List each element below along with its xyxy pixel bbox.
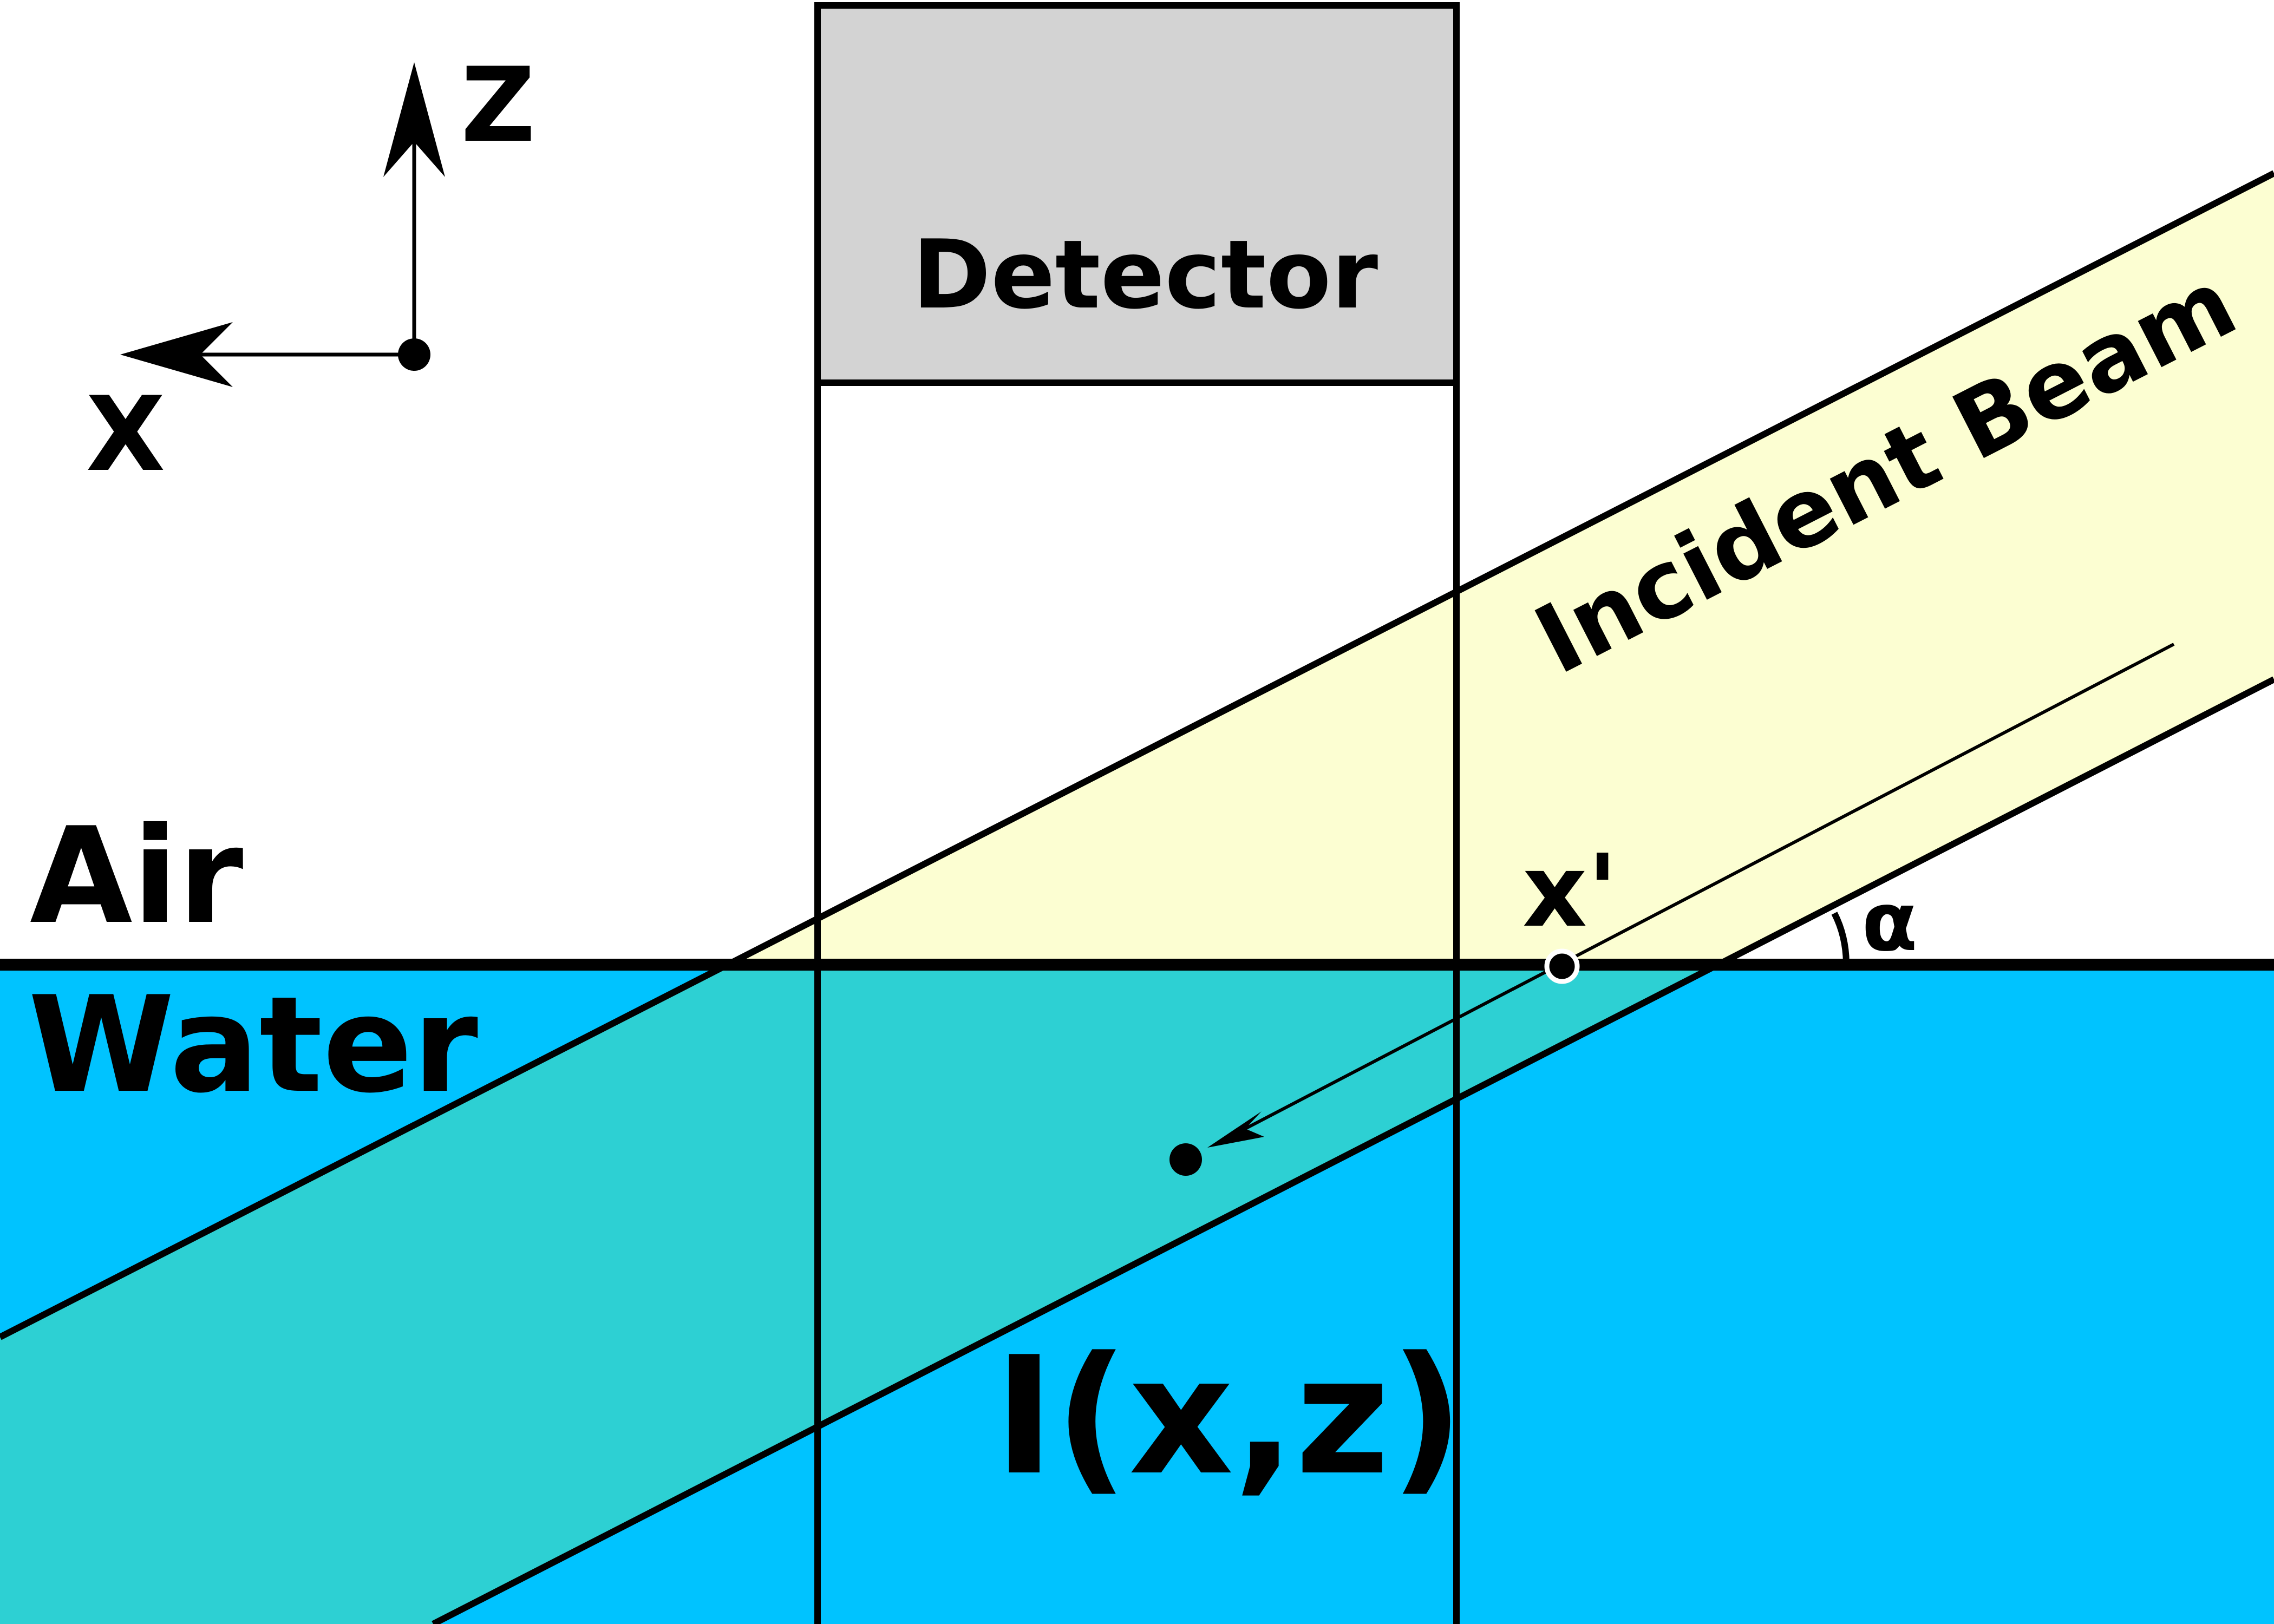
axis-z-label: Z bbox=[461, 45, 535, 165]
detector-box bbox=[814, 2, 1460, 386]
intensity-label: I(x,z) bbox=[994, 1322, 1464, 1511]
air-label: Air bbox=[30, 799, 244, 953]
surface-point-x-prime bbox=[1544, 948, 1580, 984]
water-label: Water bbox=[28, 968, 478, 1122]
alpha-label: α bbox=[1861, 875, 1917, 970]
alpha-angle-arc bbox=[1831, 912, 1850, 965]
x-prime-label: x' bbox=[1522, 833, 1618, 949]
filled-dot-icon bbox=[1169, 1143, 1202, 1176]
beam-upper-edge bbox=[0, 170, 2274, 1340]
detector-label: Detector bbox=[912, 220, 1378, 330]
coordinate-axes-icon bbox=[120, 62, 445, 387]
beam-lower-edge bbox=[432, 676, 2274, 1624]
arrowhead-icon bbox=[1207, 1111, 1264, 1148]
incident-beam-water bbox=[0, 965, 1718, 1624]
propagation-line bbox=[1244, 643, 2175, 1130]
axis-x-label: X bbox=[86, 375, 166, 494]
